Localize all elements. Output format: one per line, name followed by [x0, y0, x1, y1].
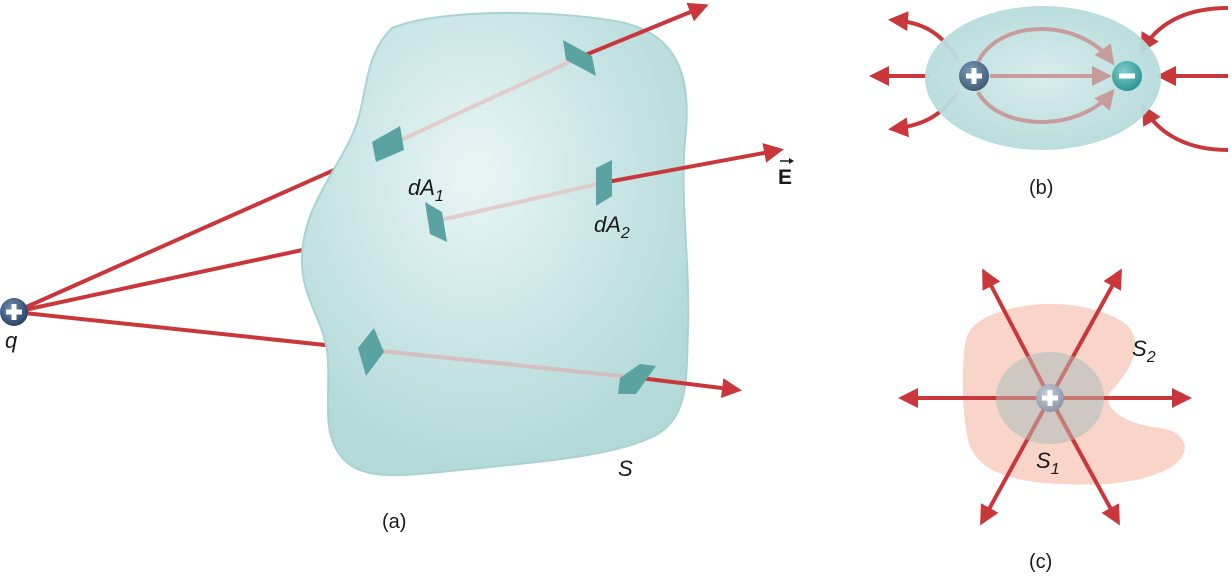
- area2-label: dA2: [594, 212, 630, 242]
- area-patch-da2: [596, 160, 612, 206]
- positive-charge-b: [959, 61, 989, 91]
- field-line-a-3-hidden: [371, 348, 641, 380]
- panel-b: (b): [869, 6, 1229, 199]
- area-patch-da1: [425, 202, 447, 242]
- field-line-b-in-lower: [1142, 104, 1229, 152]
- area-patch-exit-1: [563, 40, 596, 76]
- gaussian-surface-s: [300, 11, 690, 477]
- positive-charge-c: [1036, 384, 1064, 412]
- panel-a: q dA1 dA2 E S (a): [0, 2, 794, 533]
- field-line-a-1-outer: [577, 2, 709, 60]
- area-patch-exit-3: [618, 364, 656, 394]
- field-line-a-2-outer: [601, 143, 784, 185]
- caption-a: (a): [382, 511, 406, 533]
- positive-charge-q: [0, 298, 28, 326]
- field-line-b-in-upper: [1139, 6, 1229, 54]
- field-line-a-1-inner: [14, 144, 389, 314]
- field-line-c-upright: [1048, 268, 1122, 399]
- surface-label: S: [618, 456, 633, 481]
- area-patch-entry-1: [372, 126, 404, 162]
- field-line-c-downleft: [980, 397, 1052, 526]
- panel-c: S1 S2 (c): [898, 268, 1192, 573]
- dipole-line-top: [976, 27, 1115, 66]
- field-line-c-upleft: [982, 268, 1052, 399]
- field-line-a-3-outer: [639, 376, 742, 398]
- dipole-line-bottom: [976, 88, 1115, 124]
- outer-surface-label: S2: [1132, 336, 1156, 366]
- negative-charge-b: [1112, 61, 1142, 91]
- field-line-a-1-hidden: [387, 56, 579, 148]
- field-line-c-downright: [1048, 397, 1120, 526]
- caption-c: (c): [1029, 551, 1052, 573]
- caption-b: (b): [1029, 177, 1053, 199]
- area-patch-entry-3: [358, 328, 384, 376]
- field-vector-label: E: [778, 166, 792, 189]
- vector-arrow-icon: [780, 158, 794, 164]
- inner-surface-label: S1: [1036, 448, 1060, 478]
- charge-label: q: [5, 328, 18, 353]
- field-line-a-2-hidden: [431, 181, 603, 224]
- area1-label: dA1: [408, 175, 444, 205]
- field-line-a-3-inner: [14, 310, 373, 352]
